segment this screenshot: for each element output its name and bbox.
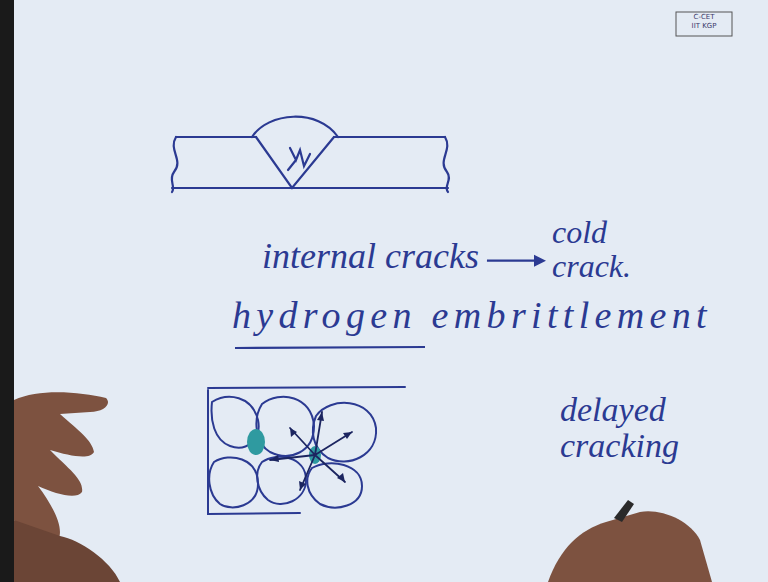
- handwritten-note: internal cracks: [262, 238, 479, 276]
- arrow-heads: [270, 412, 352, 490]
- dark-edge: [0, 0, 14, 582]
- handwritten-note: cold crack.: [552, 216, 692, 283]
- logo-box: [676, 12, 732, 36]
- weld-joint: [172, 117, 449, 192]
- handwritten-note: delayed cracking: [560, 392, 710, 463]
- hands: [14, 392, 712, 582]
- handwritten-heading: hydrogen embrittlement: [232, 296, 712, 336]
- implies-arrow: [487, 255, 546, 267]
- diffusion-arrows: [270, 412, 352, 490]
- arrow-line: [487, 260, 542, 262]
- logo-text: IIT KGP: [678, 23, 730, 31]
- arrow-head: [534, 255, 546, 267]
- grain-sketch: [208, 387, 405, 514]
- logo-text: C-CET: [678, 14, 730, 22]
- underline: [235, 347, 425, 348]
